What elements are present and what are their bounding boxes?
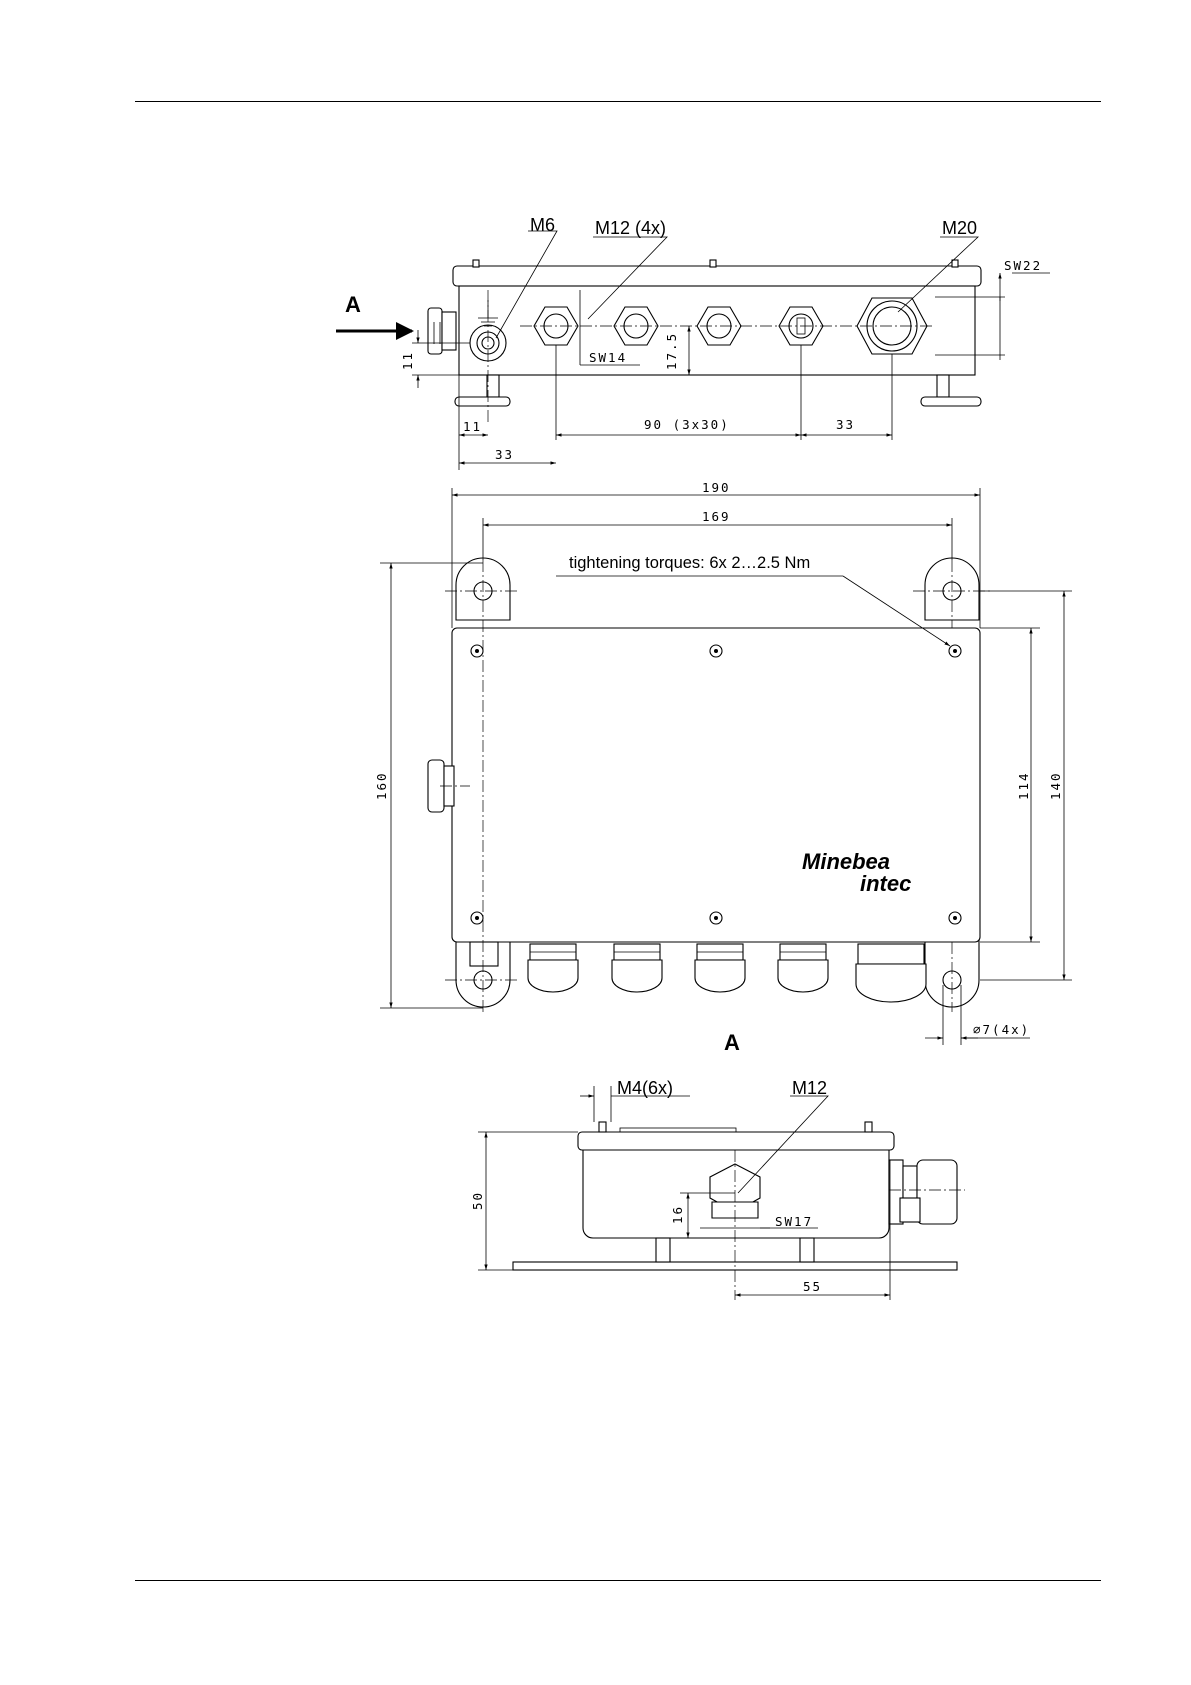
m6-callout: M6 (530, 215, 555, 235)
dim-169: 169 (702, 509, 731, 524)
view-arrow-label: A (345, 292, 361, 317)
dim-190: 190 (702, 480, 731, 495)
m12-4x-callout: M12 (4x) (595, 218, 666, 238)
m20-callout: M20 (942, 218, 977, 238)
sw14-callout: SW14 (589, 350, 627, 365)
dim-11-vertical: 11 (400, 351, 415, 370)
dim-55: 55 (803, 1279, 822, 1294)
dim-50: 50 (470, 1191, 485, 1210)
sw17-callout: SW17 (775, 1214, 813, 1229)
side-view-a (478, 1086, 965, 1300)
view-a-title: A (724, 1030, 740, 1055)
dim-16: 16 (670, 1205, 685, 1224)
front-elevation (336, 231, 1050, 470)
minebea-logo-line2: intec (860, 871, 911, 896)
dim-33-right: 33 (836, 417, 855, 432)
sw22-callout: SW22 (1004, 258, 1042, 273)
dim-90-3x30: 90 (3x30) (644, 417, 730, 432)
dim-160: 160 (374, 771, 389, 800)
dim-114: 114 (1016, 771, 1031, 800)
hole-diameter-callout: ∅7(4x) (973, 1022, 1030, 1037)
dim-17-5: 17.5 (664, 332, 679, 370)
m4-6x-callout: M4(6x) (617, 1078, 673, 1098)
dim-140: 140 (1048, 771, 1063, 800)
m12-callout: M12 (792, 1078, 827, 1098)
torque-note: tightening torques: 6x 2…2.5 Nm (569, 554, 810, 572)
dim-33-left: 33 (495, 447, 514, 462)
dim-11-horizontal: 11 (463, 419, 482, 434)
